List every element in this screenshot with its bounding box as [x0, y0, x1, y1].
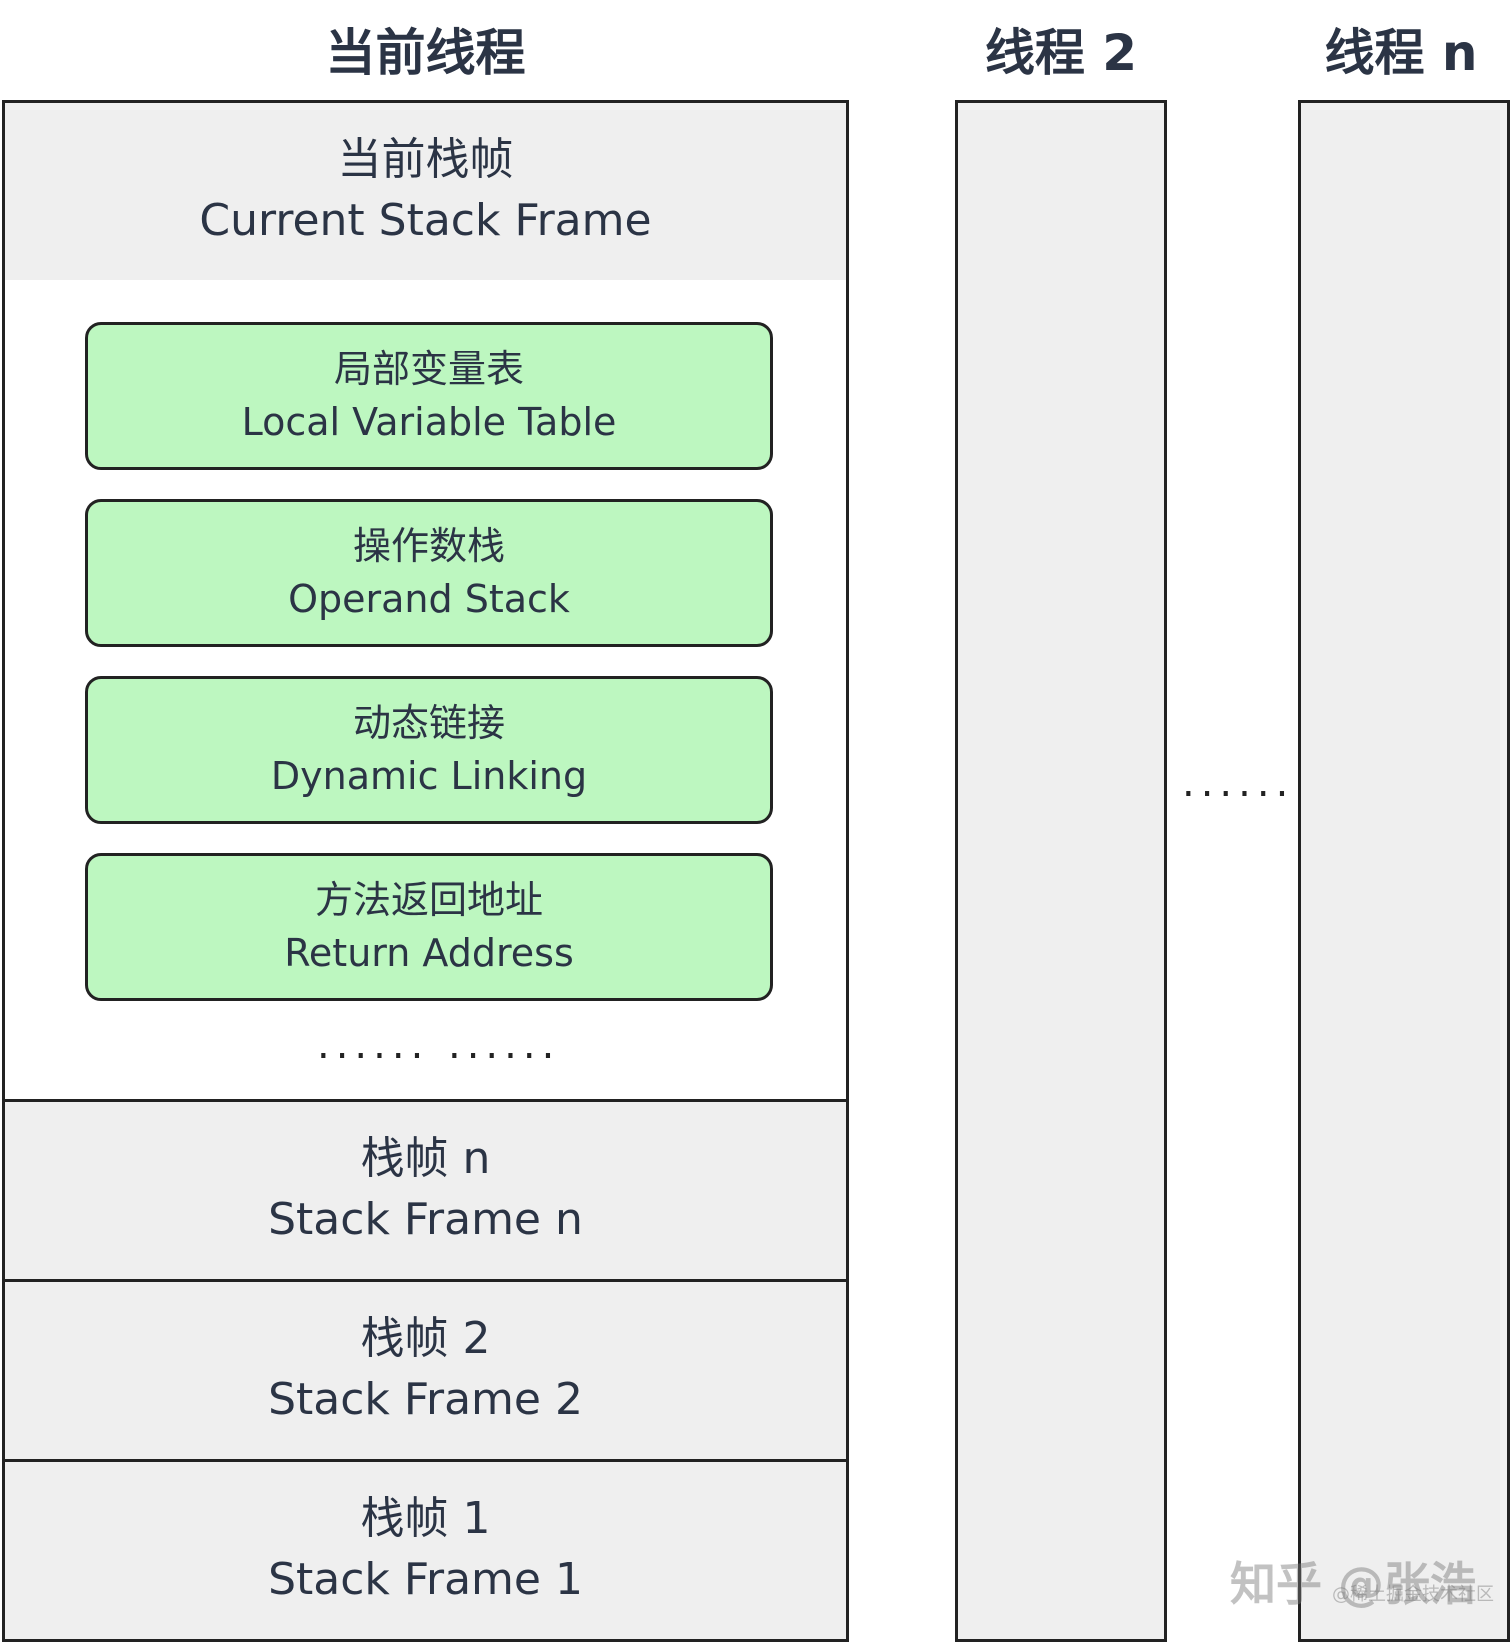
- thread-2-title: 线程 2: [984, 24, 1138, 82]
- operand-stack: 操作数栈 Operand Stack: [85, 499, 773, 647]
- part-label-en: Local Variable Table: [241, 400, 617, 444]
- part-label-zh: 操作数栈: [352, 524, 505, 568]
- current-stack-frame-zh: 当前栈帧: [337, 133, 514, 185]
- thread-n-stack: [1298, 100, 1510, 1642]
- frame-label-en: Stack Frame n: [268, 1193, 583, 1245]
- watermark-sub: @稀土掘金技术社区: [1332, 1584, 1495, 1605]
- return-address: 方法返回地址 Return Address: [85, 853, 773, 1001]
- local-variable-table: 局部变量表 Local Variable Table: [85, 322, 773, 470]
- thread-2-stack: [955, 100, 1167, 1642]
- frame-label-en: Stack Frame 2: [268, 1373, 583, 1425]
- frame-label-zh: 栈帧 n: [360, 1132, 491, 1184]
- between-threads-ellipsis: ......: [1182, 760, 1295, 806]
- part-label-zh: 局部变量表: [333, 347, 524, 391]
- current-stack-frame-en: Current Stack Frame: [199, 194, 652, 246]
- part-label-en: Dynamic Linking: [270, 754, 588, 798]
- stack-frame-2: 栈帧 2 Stack Frame 2: [2, 1279, 849, 1462]
- part-label-en: Operand Stack: [288, 577, 570, 621]
- current-thread-title: 当前线程: [325, 24, 526, 82]
- frame-label-zh: 栈帧 2: [360, 1312, 491, 1364]
- stack-frame-1: 栈帧 1 Stack Frame 1: [2, 1459, 849, 1642]
- current-frame-contents: 局部变量表 Local Variable Table 操作数栈 Operand …: [2, 280, 849, 1102]
- watermark: 知乎 @张浩 @稀土掘金技术社区: [1230, 1548, 1494, 1614]
- frame-label-zh: 栈帧 1: [360, 1492, 491, 1544]
- part-label-zh: 动态链接: [352, 701, 505, 745]
- current-stack-frame: 当前栈帧 Current Stack Frame: [2, 100, 849, 283]
- watermark-main: 知乎 @张浩: [1230, 1557, 1477, 1611]
- inner-ellipsis: ...... ......: [317, 1022, 561, 1068]
- thread-n-title: 线程 n: [1324, 24, 1478, 82]
- dynamic-linking: 动态链接 Dynamic Linking: [85, 676, 773, 824]
- frame-label-en: Stack Frame 1: [268, 1553, 583, 1605]
- part-label-zh: 方法返回地址: [314, 878, 543, 922]
- part-label-en: Return Address: [284, 931, 574, 975]
- stack-frame-n: 栈帧 n Stack Frame n: [2, 1099, 849, 1282]
